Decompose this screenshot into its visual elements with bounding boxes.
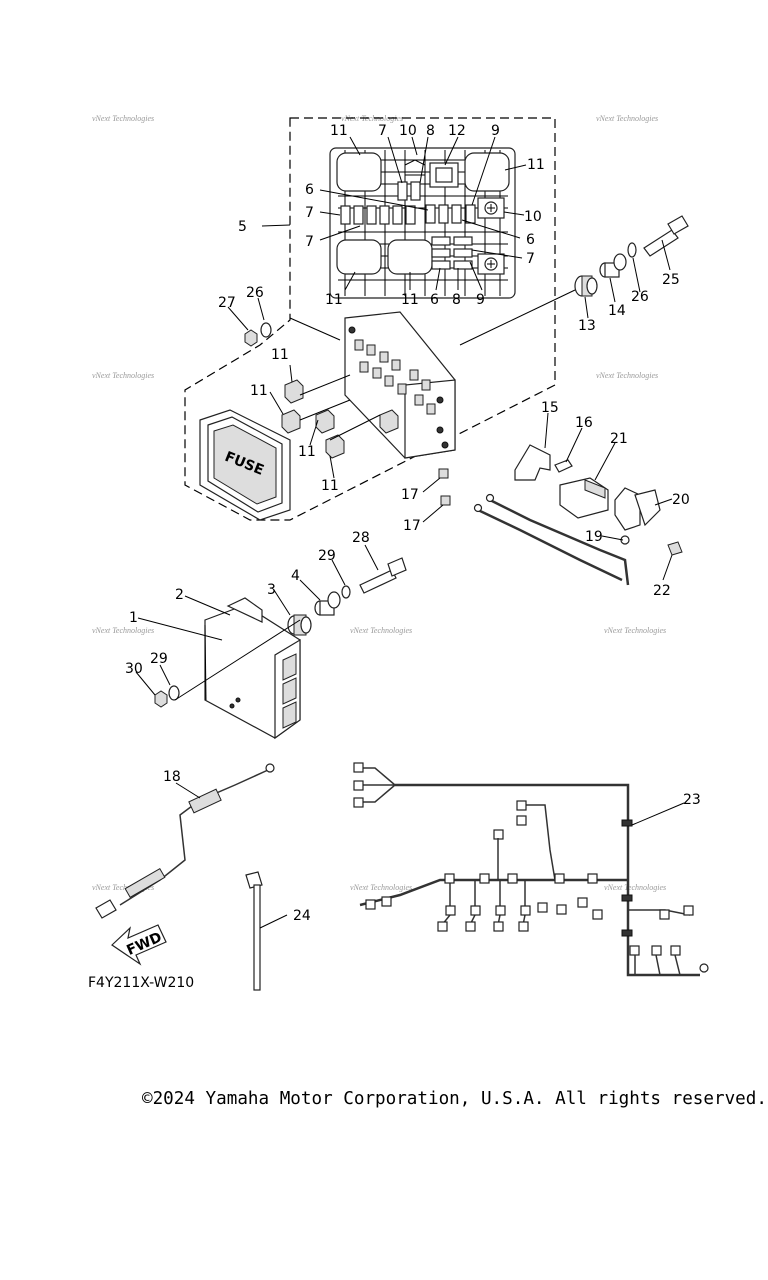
callout-28: 28 bbox=[352, 530, 370, 546]
callout-17: 17 bbox=[403, 518, 421, 534]
callout-24: 24 bbox=[293, 908, 311, 924]
cover-20 bbox=[614, 487, 661, 531]
callout-22: 22 bbox=[653, 583, 671, 599]
callout-25: 25 bbox=[662, 272, 680, 288]
cable-tie-24 bbox=[245, 871, 263, 991]
callout-11: 11 bbox=[330, 123, 348, 139]
watermarks: vNext Technologies vNext Technologies vN… bbox=[92, 114, 666, 892]
terminal-block bbox=[440, 495, 451, 506]
callout-30: 30 bbox=[125, 661, 143, 677]
watermark: vNext Technologies bbox=[596, 371, 658, 380]
bolt-28 bbox=[359, 557, 407, 594]
watermark: vNext Technologies bbox=[92, 371, 154, 380]
callout-27: 27 bbox=[218, 295, 236, 311]
watermark: vNext Technologies bbox=[92, 883, 154, 892]
callout-6: 6 bbox=[305, 182, 314, 198]
bracket-15 bbox=[514, 444, 551, 481]
callout-10: 10 bbox=[524, 209, 542, 225]
callout-9: 9 bbox=[476, 292, 485, 308]
watermark: vNext Technologies bbox=[92, 114, 154, 123]
callout-13: 13 bbox=[578, 318, 596, 334]
callout-5: 5 bbox=[238, 219, 247, 235]
callout-12: 12 bbox=[448, 123, 466, 139]
callout-11: 11 bbox=[250, 383, 268, 399]
callout-26: 26 bbox=[246, 285, 264, 301]
leader-lines bbox=[135, 136, 685, 929]
watermark: vNext Technologies bbox=[604, 626, 666, 635]
callout-10: 10 bbox=[399, 123, 417, 139]
callout-11: 11 bbox=[298, 444, 316, 460]
callout-7: 7 bbox=[305, 205, 314, 221]
callout-6: 6 bbox=[526, 232, 535, 248]
assembly-outline bbox=[184, 117, 556, 521]
callout-8: 8 bbox=[452, 292, 461, 308]
nut-27 bbox=[244, 329, 258, 347]
callout-15: 15 bbox=[541, 400, 559, 416]
callout-29: 29 bbox=[318, 548, 336, 564]
callout-8: 8 bbox=[426, 123, 435, 139]
callout-7: 7 bbox=[305, 234, 314, 250]
washer-26 bbox=[627, 242, 637, 258]
callout-11: 11 bbox=[325, 292, 343, 308]
callout-21: 21 bbox=[610, 431, 628, 447]
screw-16 bbox=[554, 459, 573, 473]
callout-29: 29 bbox=[150, 651, 168, 667]
watermark: vNext Technologies bbox=[92, 626, 154, 635]
callout-14: 14 bbox=[608, 303, 626, 319]
callout-7: 7 bbox=[526, 251, 535, 267]
grommet-3 bbox=[287, 614, 312, 636]
fuse-box-cover: FUSE bbox=[199, 409, 291, 521]
washer-29 bbox=[341, 585, 351, 599]
ecm-unit bbox=[204, 597, 301, 740]
callout-11: 11 bbox=[401, 292, 419, 308]
callout-20: 20 bbox=[672, 492, 690, 508]
cable-18 bbox=[95, 763, 275, 919]
watermark: vNext Technologies bbox=[596, 114, 658, 123]
callout-9: 9 bbox=[491, 123, 500, 139]
callout-2: 2 bbox=[175, 587, 184, 603]
callout-19: 19 bbox=[585, 529, 603, 545]
watermark: vNext Technologies bbox=[350, 883, 412, 892]
fwd-arrow: FWD bbox=[111, 924, 167, 966]
nut-30 bbox=[154, 690, 168, 708]
collar-14 bbox=[599, 253, 627, 278]
diagram-code: F4Y211X-W210 bbox=[88, 975, 194, 991]
bolt-22 bbox=[667, 541, 683, 556]
battery-cable-19 bbox=[473, 493, 630, 586]
terminal-block bbox=[438, 468, 449, 479]
collar-4 bbox=[314, 591, 341, 616]
callout-18: 18 bbox=[163, 769, 181, 785]
watermark: vNext Technologies bbox=[341, 114, 403, 123]
callout-1: 1 bbox=[129, 610, 138, 626]
callout-16: 16 bbox=[575, 415, 593, 431]
watermark: vNext Technologies bbox=[604, 883, 666, 892]
callout-11: 11 bbox=[321, 478, 339, 494]
grommet-13 bbox=[574, 275, 598, 297]
callout-11: 11 bbox=[271, 347, 289, 363]
callout-11: 11 bbox=[527, 157, 545, 173]
wire-harness-23 bbox=[353, 762, 709, 977]
bolt-25 bbox=[643, 215, 689, 257]
callout-7: 7 bbox=[378, 123, 387, 139]
callout-17: 17 bbox=[401, 487, 419, 503]
callout-6: 6 bbox=[430, 292, 439, 308]
callout-4: 4 bbox=[291, 568, 300, 584]
relay-21 bbox=[559, 477, 609, 519]
callout-23: 23 bbox=[683, 792, 701, 808]
fuse-panel-top-view bbox=[329, 147, 516, 299]
callouts: 5 11 7 10 8 12 9 11 6 7 10 7 6 7 11 11 6… bbox=[125, 123, 701, 924]
callout-26: 26 bbox=[631, 289, 649, 305]
copyright-notice: ©2024 Yamaha Motor Corporation, U.S.A. A… bbox=[142, 1089, 767, 1109]
washer-29 bbox=[168, 685, 180, 701]
watermark: vNext Technologies bbox=[350, 626, 412, 635]
callout-3: 3 bbox=[267, 582, 276, 598]
fuse-box-body bbox=[344, 311, 456, 459]
washer-26 bbox=[260, 322, 272, 338]
